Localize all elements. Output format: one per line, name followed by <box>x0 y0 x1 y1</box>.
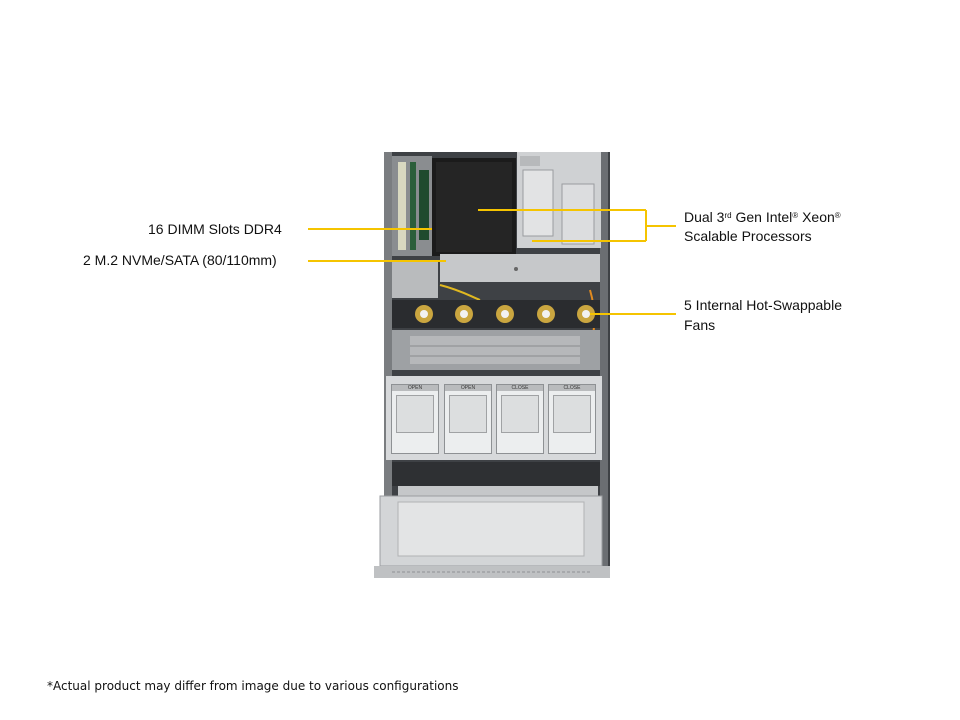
drive-bay-3[interactable]: CLOSE <box>496 384 544 454</box>
drive-bay-label: CLOSE <box>497 385 543 391</box>
drive-bay-1[interactable]: OPEN <box>391 384 439 454</box>
cpu-sup-rd: rd <box>724 211 732 220</box>
cpu-sup-reg2: ® <box>834 211 841 220</box>
drive-bay-label: OPEN <box>445 385 491 391</box>
leader-lines <box>308 209 676 315</box>
fans-callout-line1: 5 Internal Hot-Swappable <box>684 297 842 313</box>
fan-icons <box>415 305 595 323</box>
m2-bracket <box>440 254 600 282</box>
m2-callout: 2 M.2 NVMe/SATA (80/110mm) <box>83 252 277 268</box>
cpu-xeon: Xeon <box>798 209 835 225</box>
cpu-callout-line2: Scalable Processors <box>684 228 812 244</box>
fans-callout-line2: Fans <box>684 317 716 333</box>
drive-bay-label: OPEN <box>392 385 438 391</box>
drive-bay-label: CLOSE <box>549 385 595 391</box>
drive-bay-4[interactable]: CLOSE <box>548 384 596 454</box>
cpu-callout-line1: Dual 3rd Gen Intel® Xeon® <box>684 208 841 227</box>
disclaimer-footnote: *Actual product may differ from image du… <box>47 679 459 693</box>
dimm-callout: 16 DIMM Slots DDR4 <box>148 221 282 237</box>
drive-bay-2[interactable]: OPEN <box>444 384 492 454</box>
cpu-prefix: Dual 3 <box>684 209 725 225</box>
cpu-mid: Gen Intel <box>731 209 793 225</box>
cpu-sup-reg1: ® <box>792 211 799 220</box>
